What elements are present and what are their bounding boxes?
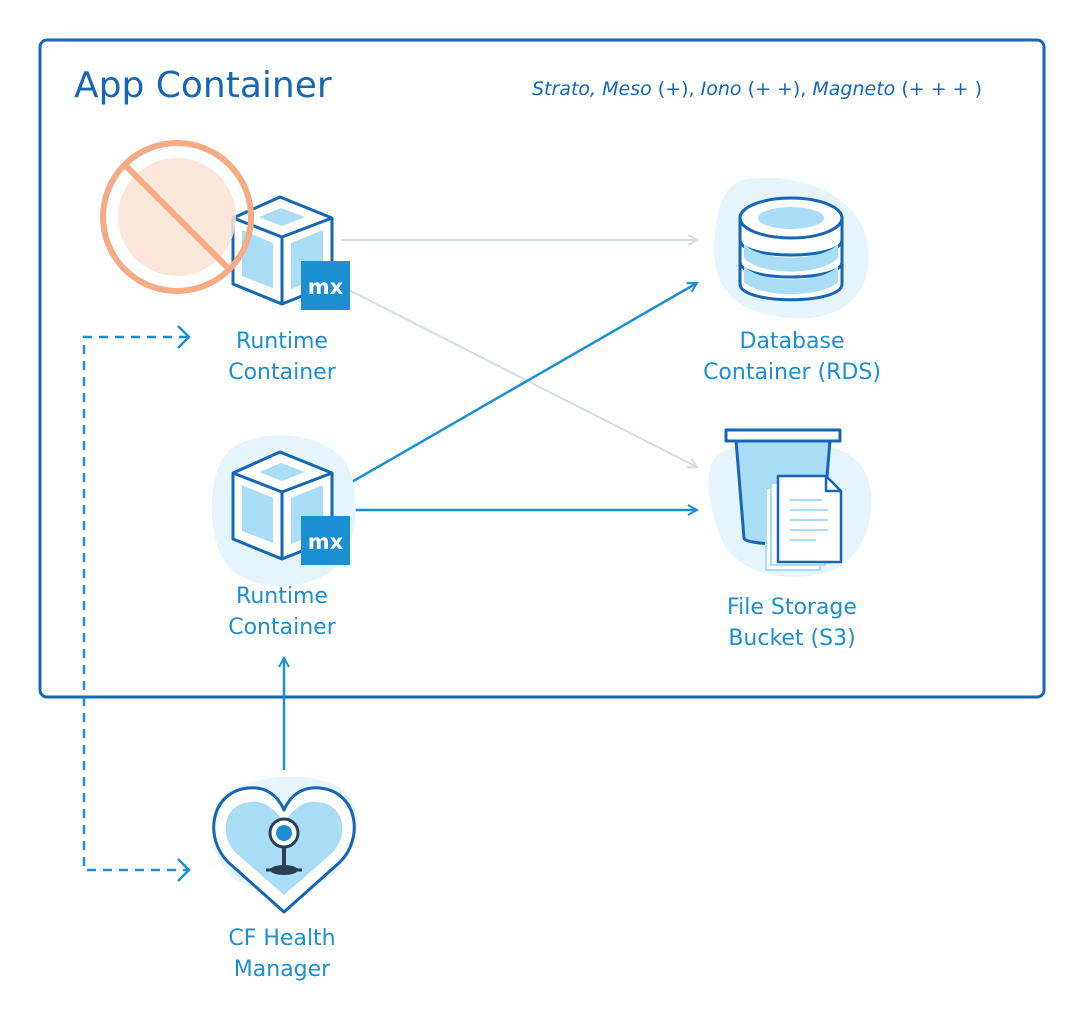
legend-strato: Strato, (532, 78, 597, 100)
label-line: Runtime (236, 584, 328, 609)
active-connectors (82, 281, 697, 882)
runtime-container-2-label: Runtime Container (182, 581, 382, 643)
app-container-title: App Container (74, 65, 332, 106)
health-manager-label: CF Health Manager (182, 923, 382, 985)
mx-badge-text: mx (308, 275, 344, 299)
legend-iono-mark: (+ +), (747, 78, 807, 100)
legend-iono: Iono (700, 78, 742, 100)
health-manager-node (211, 776, 358, 914)
mendix-badge-icon: mx (301, 516, 350, 565)
faded-connectors (342, 240, 697, 467)
database-container-node (713, 177, 869, 319)
label-line: Manager (233, 957, 331, 982)
arrow-runtime2-to-database (349, 281, 697, 485)
runtime-container-2-node: mx (211, 435, 356, 586)
dashed-arrowhead-bottom (177, 858, 191, 882)
health-probe-icon (266, 817, 302, 875)
label-line: Container (RDS) (703, 360, 881, 385)
label-line: CF Health (228, 926, 336, 951)
app-container-frame (38, 38, 1046, 699)
faded-arrow-to-storage (344, 287, 697, 467)
label-line: Container (228, 615, 336, 640)
label-line: Bucket (S3) (728, 626, 856, 651)
label-line: File Storage (727, 595, 857, 620)
document-icon (765, 474, 843, 571)
database-container-label: Database Container (RDS) (662, 326, 922, 388)
mx-badge-text: mx (308, 530, 344, 554)
legend-magneto: Magneto (812, 78, 896, 100)
label-line: Database (739, 329, 845, 354)
dashed-health-monitor-line (82, 335, 188, 872)
legend-meso-mark: (+), (657, 78, 695, 100)
tier-legend: Strato, Meso (+), Iono (+ +), Magneto (+… (532, 76, 1002, 102)
file-storage-node (708, 428, 872, 577)
dashed-arrowhead-top (177, 325, 191, 349)
file-storage-label: File Storage Bucket (S3) (662, 592, 922, 654)
legend-meso: Meso (602, 78, 652, 100)
legend-magneto-mark: (+ + + ) (901, 78, 983, 100)
prohibited-icon (100, 140, 254, 294)
runtime-container-1-label: Runtime Container (182, 326, 382, 388)
label-line: Runtime (236, 329, 328, 354)
runtime-container-1-node: mx (100, 140, 350, 310)
label-line: Container (228, 360, 336, 385)
mendix-badge-icon: mx (301, 261, 350, 310)
database-icon (738, 196, 844, 302)
